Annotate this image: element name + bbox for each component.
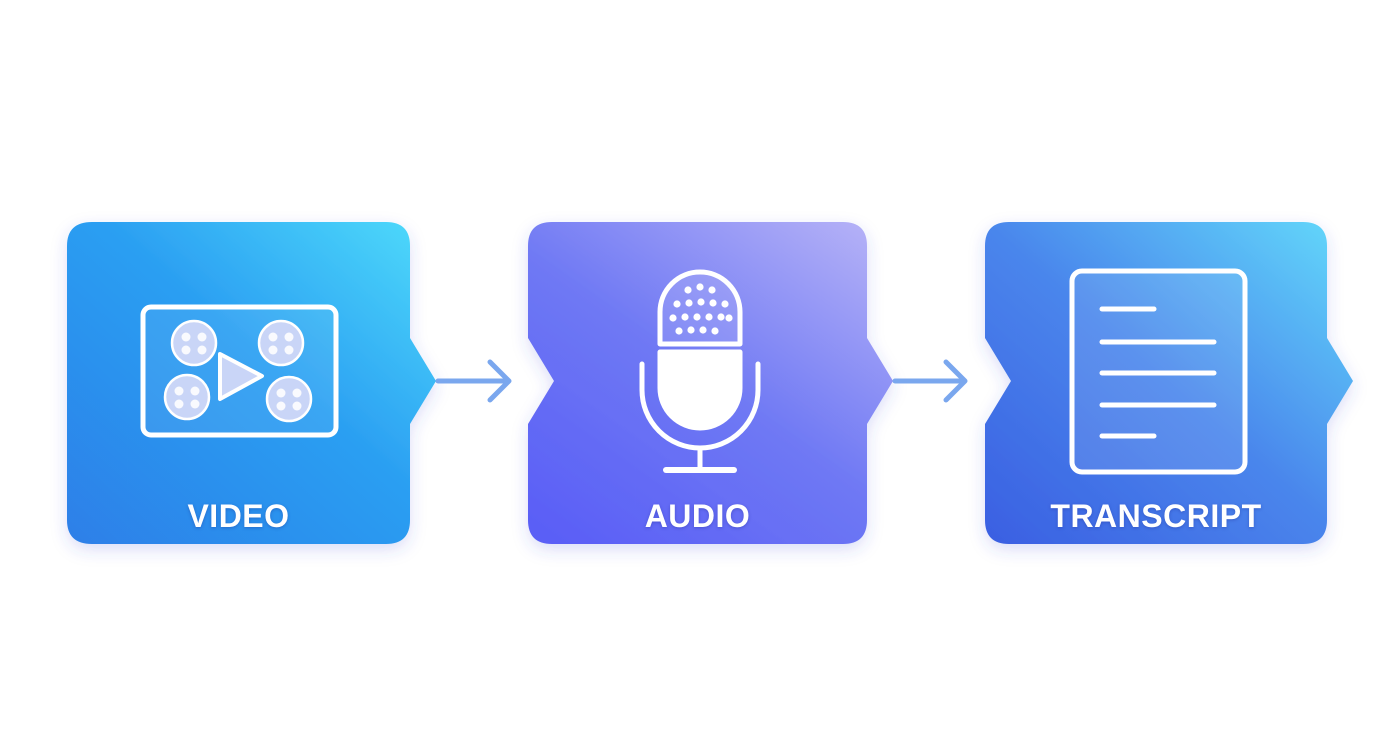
video-step — [67, 222, 436, 544]
document-lines-icon — [1069, 268, 1248, 475]
transcript-step — [985, 222, 1353, 544]
arrow-right-icon — [435, 359, 512, 403]
transcript-card — [985, 222, 1353, 544]
arrow-right-icon — [892, 359, 968, 403]
transcript-label: TRANSCRIPT — [1050, 498, 1262, 534]
video-label: VIDEO — [187, 498, 290, 534]
video-reels-icon — [140, 304, 339, 438]
audio-step — [528, 222, 893, 544]
microphone-icon — [639, 269, 761, 473]
audio-label: AUDIO — [644, 498, 751, 534]
